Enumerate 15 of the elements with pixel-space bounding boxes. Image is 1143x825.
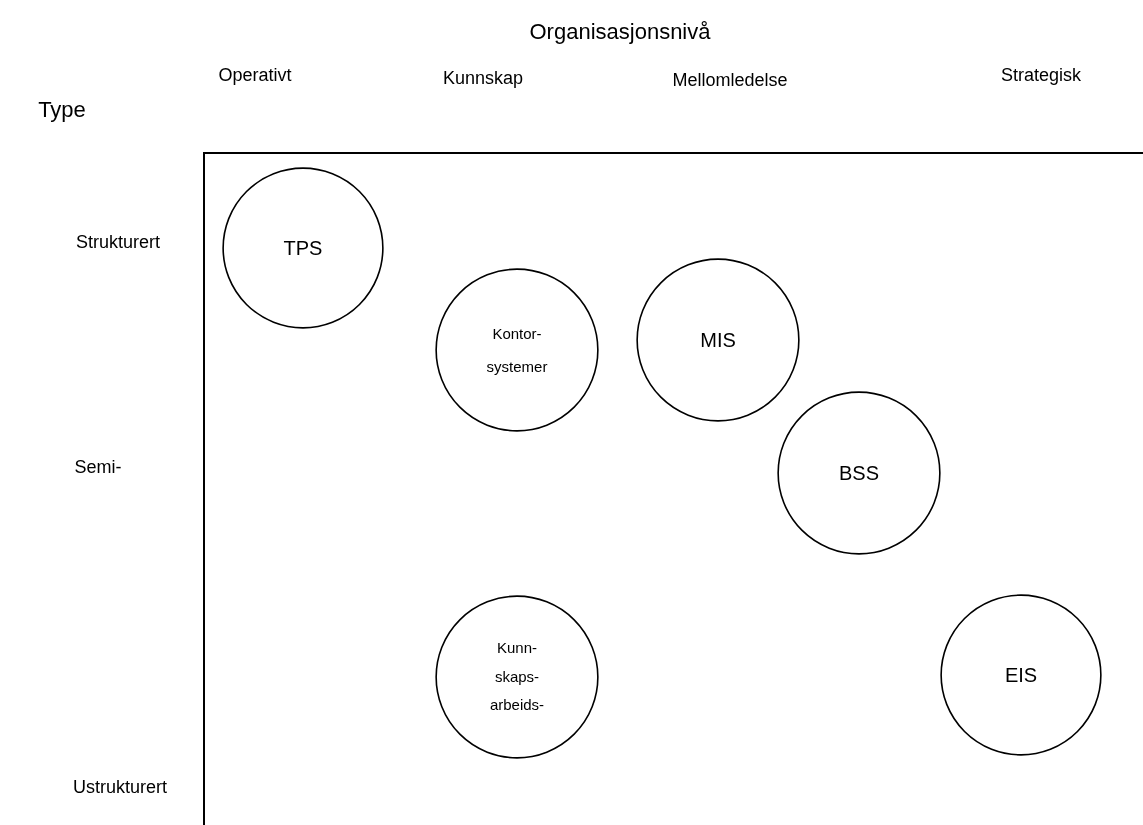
row-heading: Ustrukturert [73,776,167,798]
axis-title: Type [38,97,86,123]
column-heading: Strategisk [1001,64,1081,86]
system-name: BSS [838,461,880,485]
system-name: MIS [699,328,737,352]
system-name: TPS [282,236,324,260]
system-name: EIS [1003,663,1039,687]
column-heading: Operativt [218,64,292,86]
system-name: Kontor- systemer [485,324,549,377]
row-heading: Strukturert [76,231,160,253]
column-heading: Kunnskap [442,67,524,89]
system-name: Kunn- skaps- arbeids- [488,638,546,716]
column-heading: Mellomledelse [672,69,788,91]
axis-title: Organisasjonsnivå [529,19,711,45]
row-heading: Semi- [74,456,122,478]
